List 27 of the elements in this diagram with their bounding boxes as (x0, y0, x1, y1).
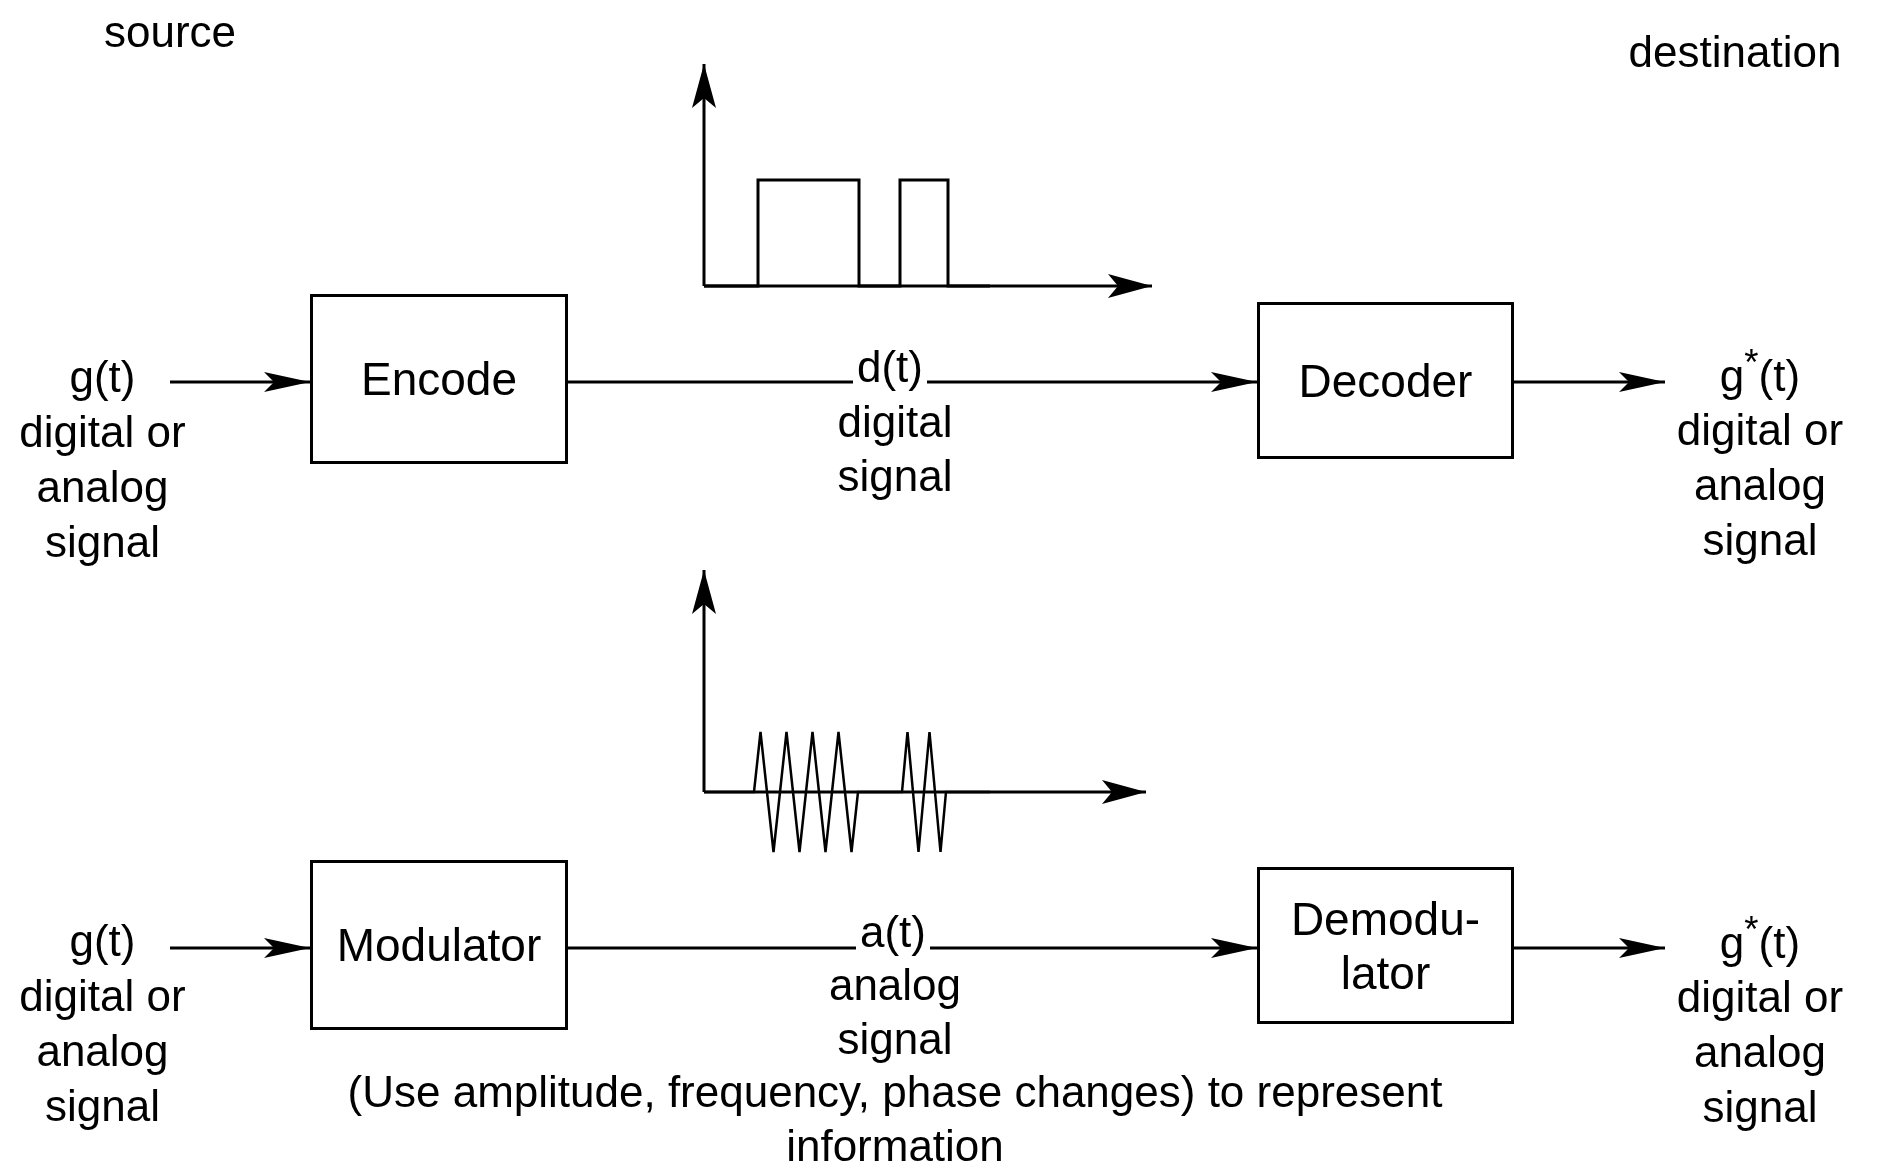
arrow (1514, 372, 1665, 392)
signal-name: g(t) (69, 915, 136, 967)
signal-description: digital signal (836, 396, 954, 502)
signal-description: digital or analog signal (1675, 404, 1845, 567)
process-box (310, 294, 568, 464)
signal-name: g$^{*}$(t) (1719, 907, 1801, 969)
signal-name: g(t) (69, 351, 136, 403)
arrow (568, 372, 1257, 392)
box-label: Encode (360, 352, 518, 406)
destination-label: destination (1627, 26, 1843, 78)
signal-description: digital or analog signal (1675, 971, 1845, 1134)
signal-description: digital or analog signal (18, 406, 187, 568)
signal-description: digital or analog signal (18, 970, 187, 1132)
signal-description: analog signal (827, 959, 963, 1065)
arrow (170, 372, 310, 392)
box-label: Decoder (1297, 353, 1474, 408)
process-box (1257, 302, 1514, 459)
box-label: Demodu- lator (1289, 891, 1482, 1000)
box-label: Modulator (335, 918, 543, 972)
process-box (310, 860, 568, 1030)
process-box (1257, 867, 1514, 1024)
arrow (568, 938, 1257, 958)
signal-name: g$^{*}$(t) (1719, 340, 1801, 402)
source-label: source (102, 6, 238, 58)
note-text: (Use amplitude, frequency, phase changes) to represent information (346, 1066, 1444, 1172)
arrow (1514, 938, 1665, 958)
arrow (170, 938, 310, 958)
